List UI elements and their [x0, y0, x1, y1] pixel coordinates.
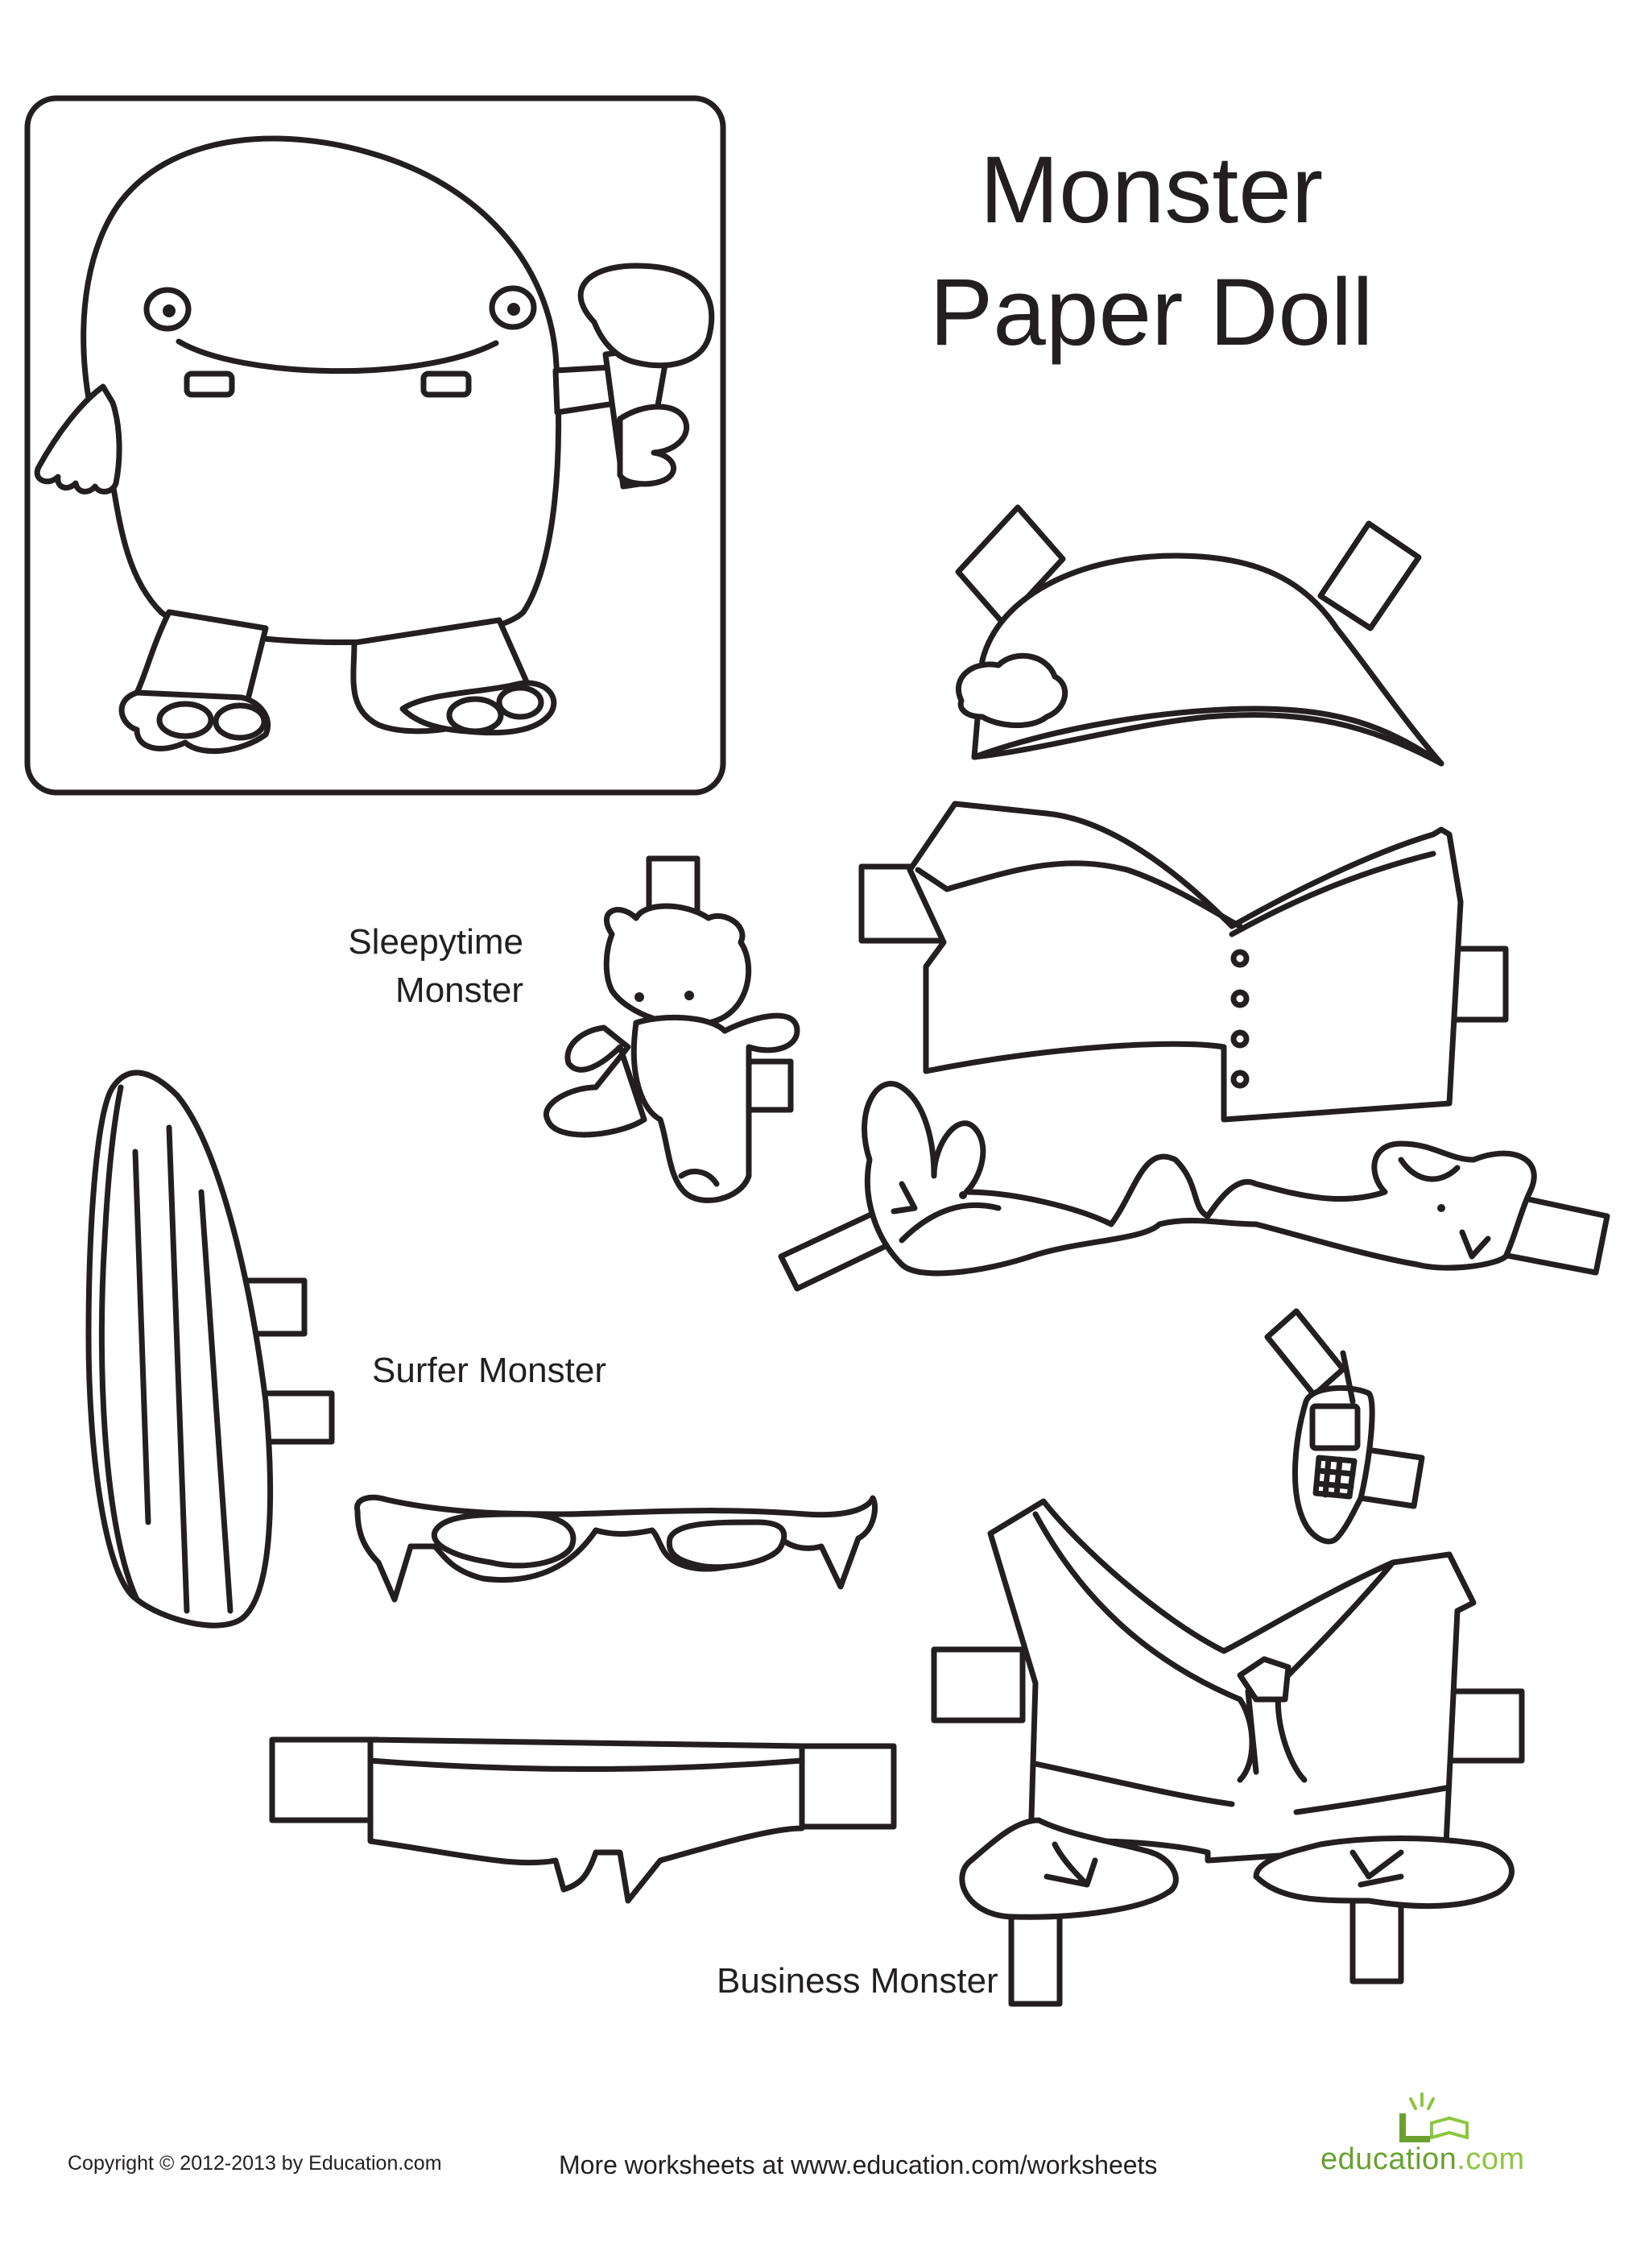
label-surfer-monster: Surfer Monster	[372, 1351, 606, 1390]
label-sleepytime-line-2: Monster	[395, 971, 523, 1010]
logo-domain: .com	[1457, 2142, 1525, 2176]
sunglasses	[354, 1494, 878, 1603]
label-business-monster: Business Monster	[717, 1961, 998, 2001]
cell-phone	[1264, 1308, 1425, 1545]
title-line-1: Monster	[979, 137, 1324, 243]
page-title: Monster Paper Doll	[878, 129, 1425, 374]
nightcap	[955, 504, 1444, 767]
bunny-slippers	[778, 1081, 1610, 1292]
swim-trunks	[269, 1736, 897, 1904]
copyright-text: Copyright © 2012-2013 by Education.com	[68, 2152, 442, 2175]
logo-word: education	[1320, 2142, 1457, 2176]
label-sleepytime-monster: Sleepytime Monster	[306, 918, 523, 1015]
monster-figure	[24, 95, 726, 796]
title-line-2: Paper Doll	[929, 259, 1374, 366]
more-worksheets-link[interactable]: More worksheets at www.education.com/wor…	[559, 2150, 1158, 2179]
education-logo-mark	[1399, 2092, 1469, 2142]
surfboard	[85, 1070, 335, 1629]
business-shirt	[931, 1498, 1525, 1864]
teddy-bear	[543, 855, 800, 1203]
education-logo[interactable]: education.com	[1320, 2142, 1525, 2177]
label-sleepytime-line-1: Sleepytime	[348, 922, 523, 962]
dress-shoes	[959, 1817, 1515, 2007]
pajama-top	[858, 801, 1509, 1123]
